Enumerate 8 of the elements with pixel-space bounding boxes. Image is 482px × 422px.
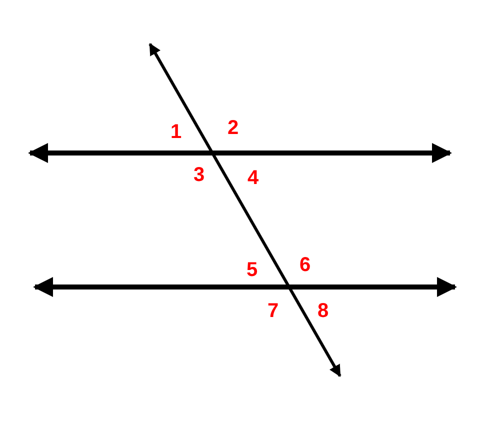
angle-number: 2 [227,118,239,138]
angle-number: 1 [170,122,182,142]
angle-number: 3 [193,165,205,185]
angle-number: 4 [247,168,259,188]
angle-number: 7 [267,301,279,321]
angle-number: 6 [299,255,311,275]
angle-number: 5 [246,260,258,280]
angle-number: 8 [317,301,329,321]
